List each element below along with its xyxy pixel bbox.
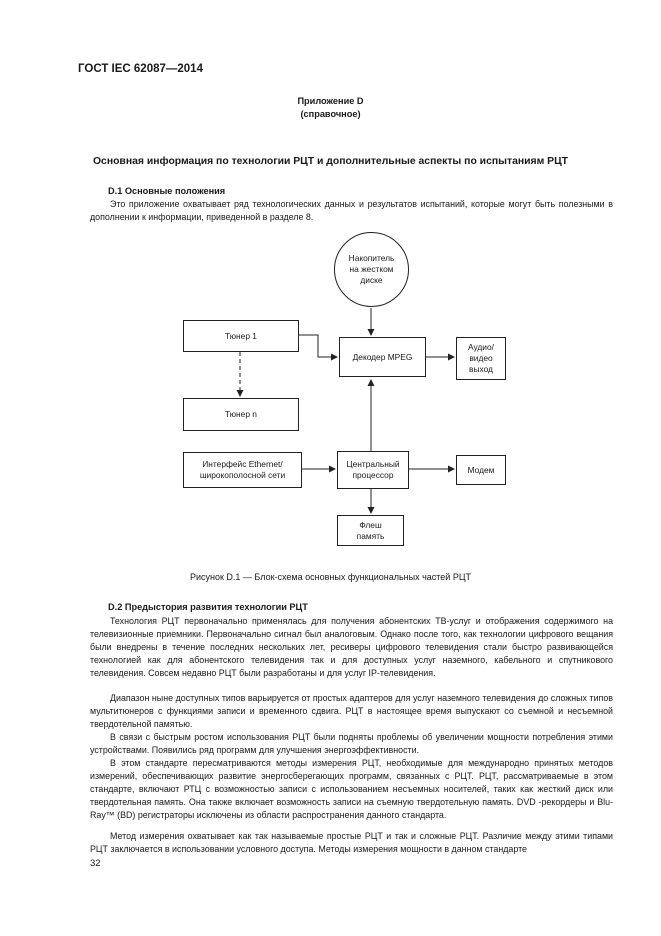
main-title: Основная информация по технологии РЦТ и …	[92, 156, 569, 167]
mpeg-decoder-node: Декодер MPEG	[339, 337, 426, 377]
section-heading-d2: D.2 Предыстория развития технологии РЦТ	[108, 602, 308, 612]
figure-caption: Рисунок D.1 — Блок-схема основных функци…	[189, 572, 471, 582]
modem-node: Модем	[456, 455, 506, 485]
paragraph-d1: Это приложение охватывает ряд технологич…	[90, 199, 613, 222]
paragraph-d2-4: В этом стандарте пересматриваются методы…	[90, 758, 613, 820]
av-output-node: Аудио/ видео выход	[456, 337, 506, 380]
document-header: ГОСТ IEC 62087—2014	[78, 63, 203, 75]
ethernet-interface-node: Интерфейс Ethernet/ широкополосной сети	[183, 452, 302, 488]
tuner1-node: Тюнер 1	[183, 320, 299, 352]
page-number: 32	[90, 858, 101, 869]
section-heading-d1: D.1 Основные положения	[108, 186, 226, 196]
hdd-storage-node: Накопитель на жестком диске	[334, 232, 409, 307]
paragraph-d2-3: В связи с быстрым ростом использования Р…	[90, 732, 613, 755]
annex-title: Приложение D	[297, 96, 364, 106]
paragraph-d2-1: Технология РЦТ первоначально применялась…	[90, 616, 613, 678]
flash-memory-node: Флеш память	[337, 515, 404, 546]
cpu-node: Центральный процессор	[337, 451, 409, 489]
paragraph-d2-2: Диапазон ныне доступных типов варьируетс…	[90, 693, 613, 729]
paragraph-d2-5: Метод измерения охватывает как так назыв…	[90, 831, 613, 854]
annex-subtitle: (справочное)	[300, 109, 361, 119]
arrow-tuner1-decoder	[298, 334, 338, 361]
tunern-node: Тюнер n	[183, 398, 299, 431]
